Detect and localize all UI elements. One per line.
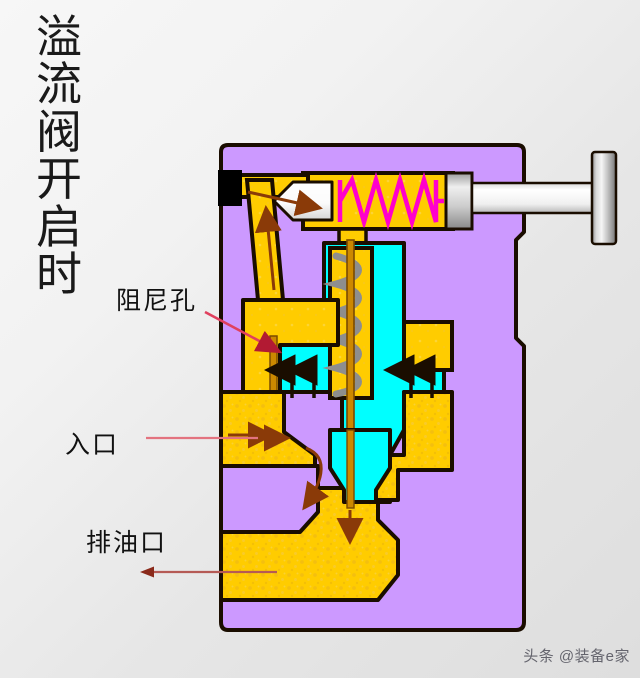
flow-arrow-pilot-feed <box>254 205 282 291</box>
inlet-pocket-right <box>402 320 454 372</box>
main-spring <box>322 252 362 398</box>
adjusting-screw-collar <box>444 171 474 231</box>
callout-leader-damping-hole <box>204 310 283 354</box>
spool-seat-skirt <box>328 428 392 509</box>
adjusting-screw-rod <box>470 181 598 215</box>
damping-orifice <box>269 335 278 399</box>
body-island-lower-left <box>219 464 320 534</box>
flow-arrow-poppet <box>247 189 323 216</box>
flow-arrow-curve-drain <box>302 446 330 511</box>
label-drain-port: 排油口 <box>86 530 168 557</box>
plug-block <box>218 170 242 206</box>
flow-arrows-up <box>264 354 436 398</box>
label-inlet: 入口 <box>65 432 120 459</box>
page-title: 溢 流 阀 开 启 时 <box>36 12 82 300</box>
pilot-spring <box>337 171 444 231</box>
watermark: 头条 @装备e家 <box>523 648 630 665</box>
label-damping-hole: 阻尼孔 <box>116 288 198 315</box>
callout-leader-drain <box>140 566 277 578</box>
adjusting-knob <box>590 150 618 246</box>
